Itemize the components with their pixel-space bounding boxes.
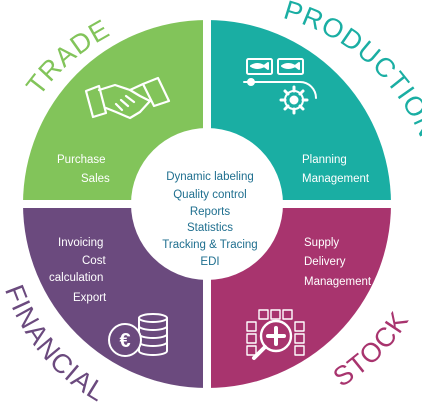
center-item-statistics: Statistics bbox=[187, 222, 233, 234]
financial-item-cost: Cost bbox=[82, 255, 106, 267]
center-item-reports: Reports bbox=[190, 206, 231, 218]
production-item-planning: Planning bbox=[302, 154, 347, 166]
center-circle bbox=[131, 128, 283, 280]
financial-item-invoicing: Invoicing bbox=[58, 237, 103, 249]
euro-coins-icon: € bbox=[108, 313, 168, 357]
center-item-dynamic-labeling: Dynamic labeling bbox=[166, 171, 254, 183]
financial-item-calculation: calculation bbox=[49, 272, 103, 284]
center-item-quality-control: Quality control bbox=[173, 189, 247, 201]
magnifier-grid-icon bbox=[246, 309, 305, 360]
svg-text:€: € bbox=[119, 330, 130, 352]
center-item-edi: EDI bbox=[200, 256, 219, 268]
stock-item-supply: Supply bbox=[304, 237, 339, 249]
center-item-tracking-tracing: Tracking & Tracing bbox=[162, 239, 257, 251]
conveyor-gear-icon bbox=[243, 58, 317, 115]
handshake-icon bbox=[84, 76, 171, 120]
financial-item-export: Export bbox=[73, 292, 107, 304]
trade-item-sales: Sales bbox=[81, 173, 110, 185]
stock-item-management: Management bbox=[304, 276, 372, 288]
production-item-management: Management bbox=[302, 173, 370, 185]
stock-item-delivery: Delivery bbox=[304, 256, 346, 268]
trade-item-purchase: Purchase bbox=[57, 154, 106, 166]
